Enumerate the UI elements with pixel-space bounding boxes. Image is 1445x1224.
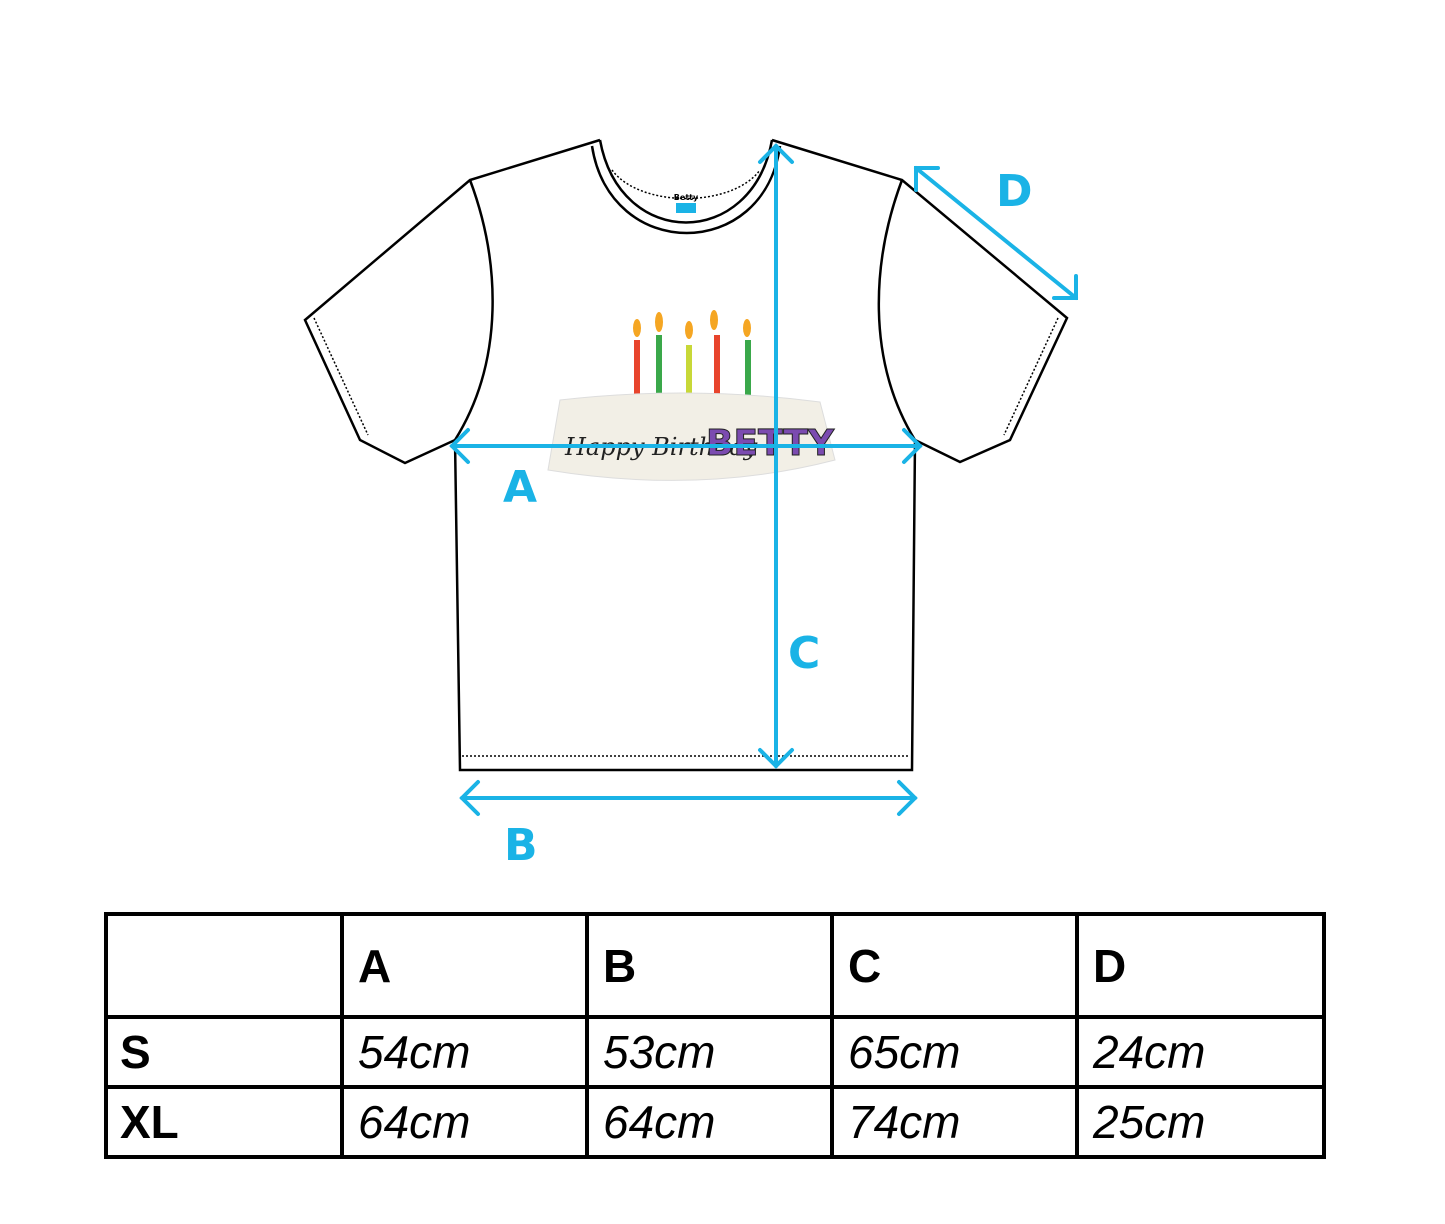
header-cell — [104, 912, 344, 1019]
header-cell: C — [830, 912, 1079, 1019]
arrow-a — [449, 428, 923, 464]
size-table: A B C D S 54cm 53cm 65cm 24cm XL 64cm 64… — [104, 912, 1326, 1159]
label-c: C — [788, 628, 820, 679]
svg-text:Betty: Betty — [674, 193, 699, 202]
header-cell: D — [1075, 912, 1326, 1019]
label-d: D — [996, 166, 1033, 217]
neck-tag: Betty — [674, 193, 699, 213]
measure-arrows — [449, 143, 1078, 816]
value-cell: 64cm — [585, 1085, 834, 1159]
value-cell: 53cm — [585, 1015, 834, 1089]
label-a: A — [503, 462, 537, 513]
arrow-c — [758, 143, 794, 769]
svg-text:BETTY: BETTY — [706, 423, 835, 464]
value-cell: 65cm — [830, 1015, 1079, 1089]
size-cell: S — [104, 1015, 344, 1089]
header-cell: A — [340, 912, 589, 1019]
value-cell: 24cm — [1075, 1015, 1326, 1089]
arrow-b — [459, 780, 918, 816]
value-cell: 74cm — [830, 1085, 1079, 1159]
value-cell: 64cm — [340, 1085, 589, 1159]
cake-print: Happy Birthday BETTY — [547, 310, 836, 481]
label-b: B — [504, 820, 538, 871]
tshirt-outline — [303, 138, 1069, 772]
arrow-d — [914, 166, 1078, 300]
table-row: S 54cm 53cm 65cm 24cm — [104, 1015, 1326, 1089]
table-header-row: A B C D — [104, 912, 1326, 1019]
candles-icon — [633, 310, 751, 400]
value-cell: 54cm — [340, 1015, 589, 1089]
header-cell: B — [585, 912, 834, 1019]
size-cell: XL — [104, 1085, 344, 1159]
tshirt-diagram: Betty Happy Birthday BETTY A B C D — [303, 138, 1078, 871]
table-row: XL 64cm 64cm 74cm 25cm — [104, 1085, 1326, 1159]
value-cell: 25cm — [1075, 1085, 1326, 1159]
